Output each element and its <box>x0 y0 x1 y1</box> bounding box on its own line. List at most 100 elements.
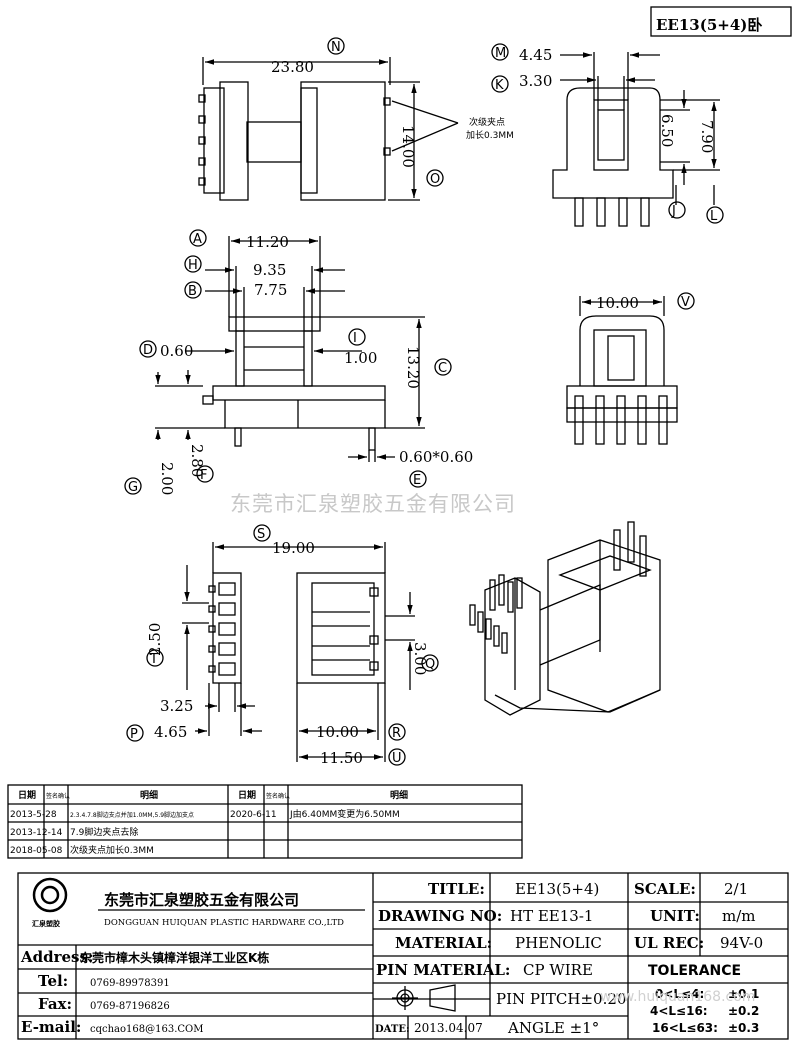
title-value: EE13(5+4) <box>515 880 599 898</box>
address-value: 东莞市樟木头镇樟洋银洋工业区K栋 <box>80 950 269 965</box>
tol2-range: 4<L≤16: <box>650 1004 708 1018</box>
scale-value: 2/1 <box>724 880 748 898</box>
dim-r-value: 10.00 <box>316 723 359 741</box>
rev-right-row1-detail: J由6.40MM变更为6.50MM <box>289 808 400 820</box>
rev-col-date-2: 日期 <box>238 789 256 801</box>
dim-g-value: 2.00 <box>158 462 176 495</box>
dim-m-value: 4.45 <box>519 46 552 64</box>
dim-u-value: 11.50 <box>320 749 363 767</box>
material-value: PHENOLIC <box>515 934 602 952</box>
rev-row2-date: 2013-12-14 <box>10 828 63 838</box>
dim-s-value: 19.00 <box>272 539 315 557</box>
pin-material-value: CP WIRE <box>523 961 593 979</box>
dim-790-value: 7.90 <box>698 120 716 153</box>
ul-rec-label: UL REC: <box>634 934 704 952</box>
dim-e-label: E <box>413 473 421 488</box>
dim-b-value: 7.75 <box>254 281 287 299</box>
rev-col-sign: 签名确认 <box>46 792 70 800</box>
ul-rec-value: 94V-0 <box>720 934 763 952</box>
dim-t-value: 2.50 <box>146 623 164 656</box>
note-extend: 加长0.3MM <box>466 129 514 141</box>
email-value: cqchao168@163.COM <box>90 1024 203 1035</box>
dim-d-label: D <box>143 343 153 358</box>
bottom-view <box>182 542 415 762</box>
fax-label: Fax: <box>38 995 72 1013</box>
dim-c-value: 13.20 <box>404 346 422 389</box>
company-name-en: DONGGUAN HUIQUAN PLASTIC HARDWARE CO.,LT… <box>104 918 344 928</box>
dim-j-label: J <box>671 204 676 219</box>
pin-pitch: PIN PITCH±0.20 <box>496 990 626 1008</box>
tel-value: 0769-89978391 <box>90 978 170 989</box>
dim-n-label: N <box>331 40 341 55</box>
drawing-no-label: DRAWING NO: <box>378 907 502 925</box>
tolerance-label: TOLERANCE <box>648 963 741 979</box>
dim-v-value: 10.00 <box>596 294 639 312</box>
dim-i-value: 1.00 <box>344 349 377 367</box>
dim-q-label: Q <box>425 657 435 672</box>
pin-material-label: PIN MATERIAL: <box>376 961 510 979</box>
dim-f-value: 2.80 <box>188 444 206 477</box>
dim-e-value: 0.60*0.60 <box>399 448 473 466</box>
dim-f-label: F <box>200 468 207 483</box>
unit-value: m/m <box>722 907 756 925</box>
rev-col-detail: 明细 <box>140 789 158 801</box>
label-circles <box>124 37 724 766</box>
rev-row3-detail: 次级夹点加长0.3MM <box>70 844 154 856</box>
dim-i-label: I <box>353 331 357 346</box>
rev-row1-date: 2013-5-28 <box>10 810 57 820</box>
dim-t-label: T <box>149 652 158 667</box>
dim-h-value: 9.35 <box>253 261 286 279</box>
dim-k-value: 3.30 <box>519 72 552 90</box>
dim-k-label: K <box>495 78 504 93</box>
top-view <box>198 57 459 201</box>
tel-label: Tel: <box>38 972 68 990</box>
rev-row1-detail: 2.3.4.7.8脚边支点并加1.0MM,5.9脚边加支点 <box>70 811 194 819</box>
note-secondary-clamp: 次级夹点 <box>469 116 505 128</box>
email-label: E-mail: <box>21 1018 81 1036</box>
tol1-range: 0<L≤4: <box>655 987 704 1001</box>
drawing-no-value: HT EE13-1 <box>510 907 593 925</box>
dim-r-label: R <box>392 726 401 741</box>
dim-325-value: 3.25 <box>160 697 193 715</box>
rev-col-detail-2: 明细 <box>390 789 408 801</box>
title-block <box>17 872 789 1040</box>
tol3-range: 16<L≤63: <box>652 1021 718 1035</box>
dim-g-label: G <box>128 480 138 495</box>
front-view <box>155 236 425 462</box>
dim-v-label: V <box>681 295 690 310</box>
rev-row3-date: 2018-05-08 <box>10 846 63 856</box>
watermark-url: www.huiquan168.com <box>600 989 755 1005</box>
dim-650-value: 6.50 <box>658 114 676 147</box>
dim-b-label: B <box>188 284 197 299</box>
material-label: MATERIAL: <box>395 934 492 952</box>
rev-right-row1-date: 2020-6-11 <box>230 810 277 820</box>
isometric-view <box>469 521 661 716</box>
dim-s-label: S <box>257 527 265 542</box>
logo-text: 汇泉塑胶 <box>32 919 60 928</box>
dim-n-value: 23.80 <box>271 58 314 76</box>
dim-14-value: 14.00 <box>399 125 417 168</box>
angle-tolerance: ANGLE ±1° <box>507 1019 599 1037</box>
dim-m-label: M <box>495 46 506 61</box>
end-view <box>566 296 678 445</box>
date-value: 2013.04.07 <box>414 1021 483 1035</box>
rev-row2-detail: 7.9脚边夹点去除 <box>70 826 138 838</box>
unit-label: UNIT: <box>650 907 700 925</box>
dim-d-value: 0.60 <box>160 342 193 360</box>
dim-l-label: L <box>710 209 718 224</box>
part-code: EE13(5+4)卧 <box>656 16 762 34</box>
dim-a-value: 11.20 <box>246 233 289 251</box>
title-label: TITLE: <box>428 880 485 898</box>
dim-p-value: 4.65 <box>154 723 187 741</box>
dim-p-label: P <box>130 727 138 742</box>
dim-o-label: O <box>430 172 440 187</box>
address-label: Address: <box>20 948 94 966</box>
company-name-cn: 东莞市汇泉塑胶五金有限公司 <box>104 891 299 909</box>
fax-value: 0769-87196826 <box>90 1001 170 1012</box>
rev-col-date: 日期 <box>18 789 36 801</box>
part-code-box <box>650 6 792 37</box>
dim-q-value: 3.00 <box>411 642 429 675</box>
dim-u-label: U <box>392 751 402 766</box>
tol2-value: ±0.2 <box>728 1004 759 1018</box>
